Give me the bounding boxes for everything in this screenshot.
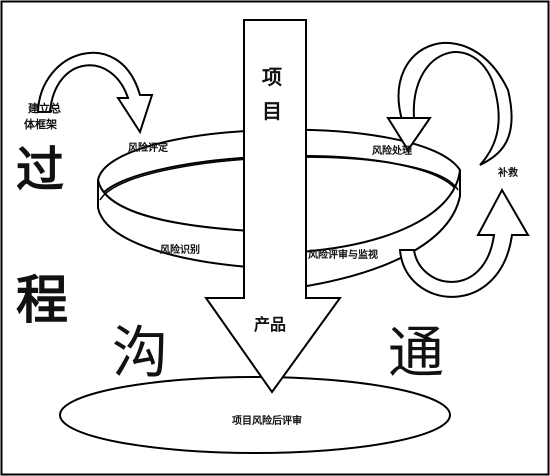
risk-review-monitor-label: 风险评审与监视	[308, 248, 378, 261]
top-left-note-line1: 建立总	[28, 101, 61, 115]
remedy-label: 补救	[497, 166, 518, 179]
process-char-1: 过	[16, 142, 64, 198]
risk-identification-label: 风险识别	[160, 243, 200, 256]
risk-assessment-label: 风险评定	[128, 141, 168, 154]
process-char-2: 程	[16, 270, 68, 331]
project-to-product-arrow	[204, 19, 342, 394]
right-loop-arrow	[397, 41, 513, 166]
risk-treatment-label: 风险处理	[372, 144, 412, 157]
top-left-note-line2: 体框架	[24, 117, 57, 131]
communication-char-1: 沟	[112, 321, 168, 386]
right-loop-arrowhead	[386, 117, 432, 152]
post-project-review-label: 项目风险后评审	[232, 414, 302, 427]
left-curved-arrow	[36, 51, 154, 135]
communication-char-2: 通	[388, 321, 444, 386]
project-label-2: 目	[262, 99, 282, 123]
remedy-arrow	[398, 187, 530, 298]
product-label: 产品	[254, 315, 286, 334]
project-label-1: 项	[262, 65, 282, 89]
post-review-ellipse	[59, 376, 451, 454]
